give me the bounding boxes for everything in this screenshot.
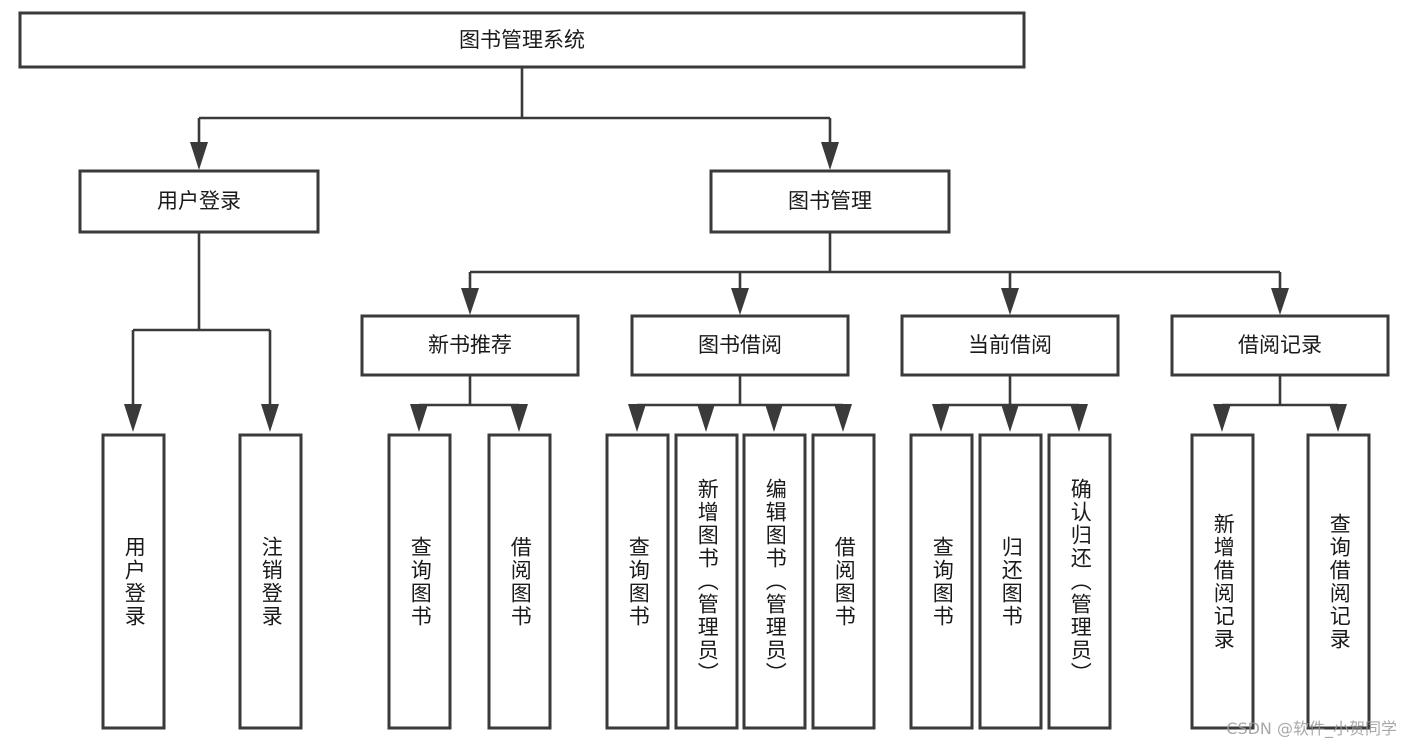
arrowhead-leaf-query-book-1 — [410, 404, 428, 432]
node-root-box[interactable] — [18, 11, 1026, 69]
arrowhead-leaf-user-login — [124, 404, 142, 432]
node-borrow-record-label: 借阅记录 — [1238, 333, 1322, 357]
connector-group-new-book-recommend — [410, 375, 528, 432]
arrowhead-leaf-query-book-3 — [932, 404, 950, 432]
node-current-borrow-label: 当前借阅 — [968, 333, 1052, 357]
arrowhead-user-login — [190, 142, 208, 170]
node-book-borrow-box[interactable] — [630, 314, 850, 377]
node-root-label: 图书管理系统 — [459, 28, 585, 52]
arrowhead-leaf-query-book-2 — [628, 404, 646, 432]
leaf-edit-book-box[interactable] — [742, 433, 807, 730]
leaf-confirm-return-box[interactable] — [1047, 433, 1112, 730]
leaf-query-record-box[interactable] — [1306, 433, 1371, 730]
node-new-book-recommend-label: 新书推荐 — [428, 333, 512, 357]
arrowhead-leaf-borrow-book-1 — [510, 404, 528, 432]
arrowhead-leaf-add-book — [697, 404, 715, 432]
node-new-book-recommend[interactable]: 新书推荐 — [360, 314, 580, 377]
node-book-manage[interactable]: 图书管理 — [709, 169, 951, 234]
arrowhead-current-borrow — [1001, 288, 1019, 315]
node-user-login[interactable]: 用户登录 — [78, 169, 320, 234]
arrowhead-leaf-return-book — [1001, 404, 1019, 432]
node-current-borrow-box[interactable] — [900, 314, 1120, 377]
arrowhead-leaf-logout-login — [261, 404, 279, 432]
arrowhead-new-book-recommend — [461, 288, 479, 315]
connector-group-current-borrow — [932, 375, 1088, 432]
connector-group-root — [190, 67, 839, 170]
leaf-borrow-book-2-box[interactable] — [811, 433, 876, 730]
leaf-add-record-box[interactable] — [1190, 433, 1255, 730]
node-user-login-box[interactable] — [78, 169, 320, 234]
leaf-query-book-2-box[interactable] — [605, 433, 670, 730]
node-book-borrow-label: 图书借阅 — [698, 333, 782, 357]
arrowhead-book-manage — [821, 142, 839, 170]
leaf-query-book-1-box[interactable] — [387, 433, 452, 730]
leaf-borrow-book-1-box[interactable] — [487, 433, 552, 730]
connector-group-book-borrow — [628, 375, 852, 432]
node-book-manage-box[interactable] — [709, 169, 951, 234]
arrowhead-leaf-borrow-book-2 — [834, 404, 852, 432]
leaf-return-book-box[interactable] — [978, 433, 1043, 730]
leaf-query-book-3-box[interactable] — [909, 433, 974, 730]
connector-group-book-manage — [461, 232, 1289, 315]
node-new-book-recommend-box[interactable] — [360, 314, 580, 377]
arrowhead-book-borrow — [731, 288, 749, 315]
node-borrow-record-box[interactable] — [1170, 314, 1390, 377]
connector-group-user-login — [124, 232, 279, 432]
node-book-manage-label: 图书管理 — [788, 189, 872, 213]
arrowhead-leaf-query-record — [1329, 404, 1347, 432]
arrowhead-leaf-edit-book — [765, 404, 783, 432]
leaf-user-login-box[interactable] — [101, 433, 166, 730]
arrowhead-leaf-add-record — [1213, 404, 1231, 432]
leaf-add-book-box[interactable] — [674, 433, 739, 730]
node-borrow-record[interactable]: 借阅记录 — [1170, 314, 1390, 377]
leaf-nodes-group — [101, 433, 1371, 730]
node-book-borrow[interactable]: 图书借阅 — [630, 314, 850, 377]
node-user-login-label: 用户登录 — [157, 189, 241, 213]
arrowhead-borrow-record — [1271, 288, 1289, 315]
arrowhead-leaf-confirm-return — [1070, 404, 1088, 432]
node-current-borrow[interactable]: 当前借阅 — [900, 314, 1120, 377]
connector-group-borrow-record — [1213, 375, 1347, 432]
leaf-logout-login-box[interactable] — [238, 433, 303, 730]
node-root[interactable]: 图书管理系统 — [18, 11, 1026, 69]
